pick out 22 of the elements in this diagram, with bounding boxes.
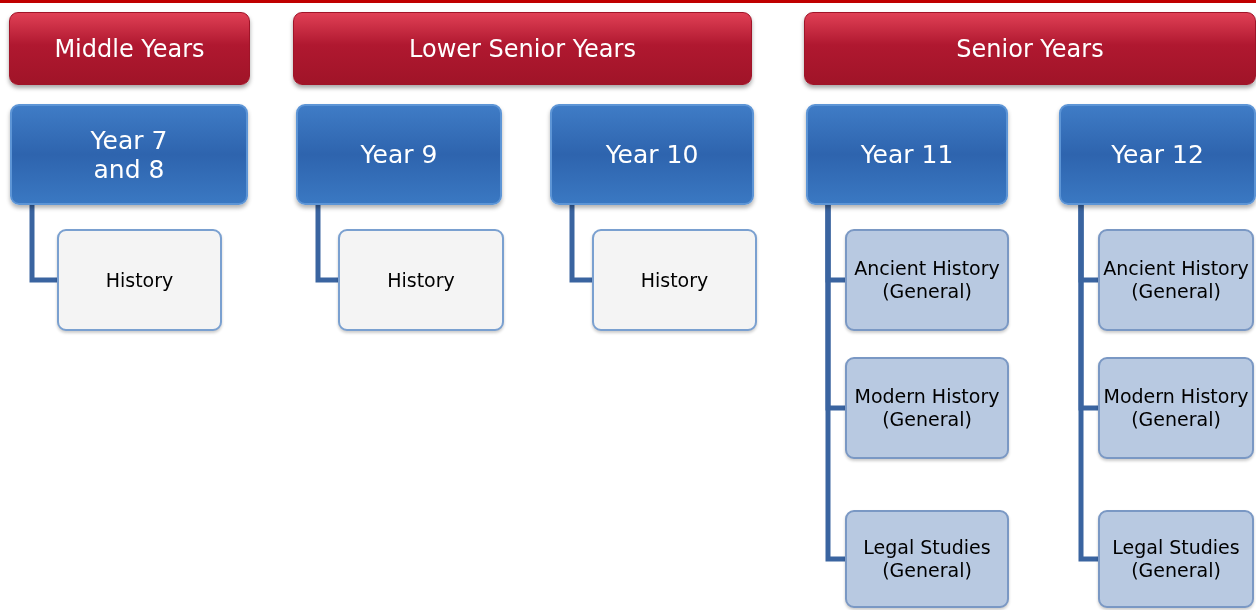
- subject-box: Ancient History (General): [845, 229, 1009, 331]
- subject-box: History: [338, 229, 504, 331]
- subject-box: Modern History (General): [845, 357, 1009, 459]
- connector-line: [29, 205, 57, 283]
- year-box: Year 9: [296, 104, 502, 205]
- year-box: Year 7 and 8: [10, 104, 248, 205]
- connector-line: [825, 205, 845, 562]
- year-box: Year 10: [550, 104, 754, 205]
- connector-line: [569, 205, 592, 283]
- subject-box: Modern History (General): [1098, 357, 1254, 459]
- year-box: Year 12: [1059, 104, 1256, 205]
- year-box: Year 11: [806, 104, 1008, 205]
- connector-line: [315, 205, 338, 283]
- subject-box: Legal Studies (General): [845, 510, 1009, 608]
- category-banner: Senior Years: [804, 12, 1256, 85]
- connector-line: [1078, 205, 1098, 562]
- subject-box: Ancient History (General): [1098, 229, 1254, 331]
- subject-box: History: [57, 229, 222, 331]
- category-banner: Middle Years: [9, 12, 250, 85]
- category-banner: Lower Senior Years: [293, 12, 752, 85]
- subject-box: Legal Studies (General): [1098, 510, 1254, 608]
- subject-box: History: [592, 229, 757, 331]
